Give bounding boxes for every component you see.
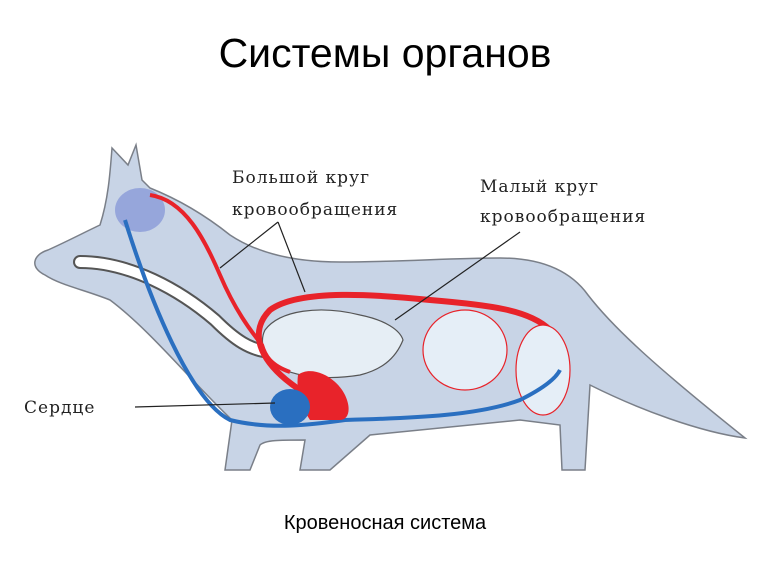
heart-leader [134, 402, 276, 408]
figure-caption: Кровеносная система [283, 512, 487, 534]
pulmonary-label-line1: Малый круг [480, 177, 599, 197]
pulmonary-label-line2: кровообращения [480, 207, 646, 227]
leg-capillaries [515, 324, 571, 416]
pulmonary-leader [394, 231, 521, 321]
heart-right [270, 389, 310, 425]
heart-label: Сердце [24, 398, 95, 418]
systemic-leader-1 [219, 221, 279, 269]
systemic-vein [123, 219, 562, 428]
systemic-leader-2 [277, 221, 306, 293]
head-capillaries [115, 188, 165, 232]
systemic-label-line1: Большой круг [232, 168, 370, 188]
heart-left [297, 371, 349, 420]
systemic-label-line2: кровообращения [232, 200, 398, 220]
organ-capillaries [422, 309, 508, 391]
slide-title: Системы органов [218, 30, 552, 76]
aorta [255, 291, 553, 393]
